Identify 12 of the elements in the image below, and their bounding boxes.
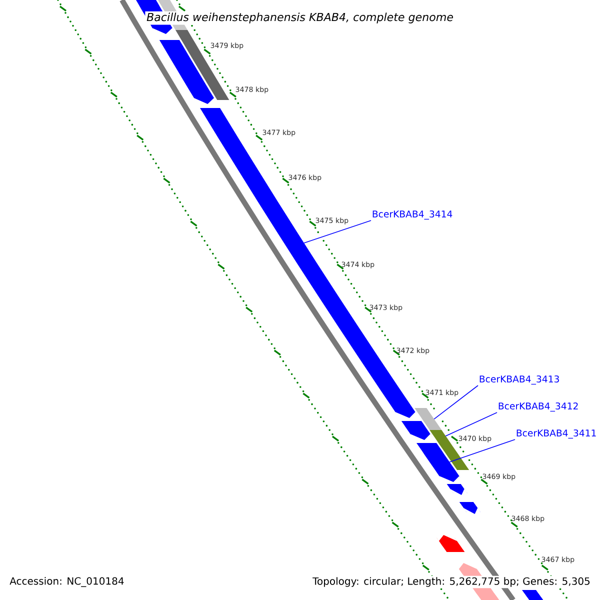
gene-feature xyxy=(414,408,442,430)
gene-label: BcerKBAB4_3414 xyxy=(372,210,452,220)
leader-line xyxy=(304,220,372,244)
leader-line xyxy=(434,385,478,420)
leader-line xyxy=(445,412,498,436)
gene-feature xyxy=(416,443,461,482)
accession-text: Accession: NC_010184 xyxy=(8,576,126,588)
gene-label: BcerKBAB4_3412 xyxy=(498,402,578,412)
gene-label: BcerKBAB4_3411 xyxy=(516,429,596,439)
gene-label: BcerKBAB4_3413 xyxy=(480,375,559,385)
genome-info-text: Topology: circular; Length: 5,262,775 bp; Genes: 5,305 xyxy=(311,576,592,588)
title: Bacillus weihenstephanensis KBAB4, complete genome xyxy=(145,11,455,25)
